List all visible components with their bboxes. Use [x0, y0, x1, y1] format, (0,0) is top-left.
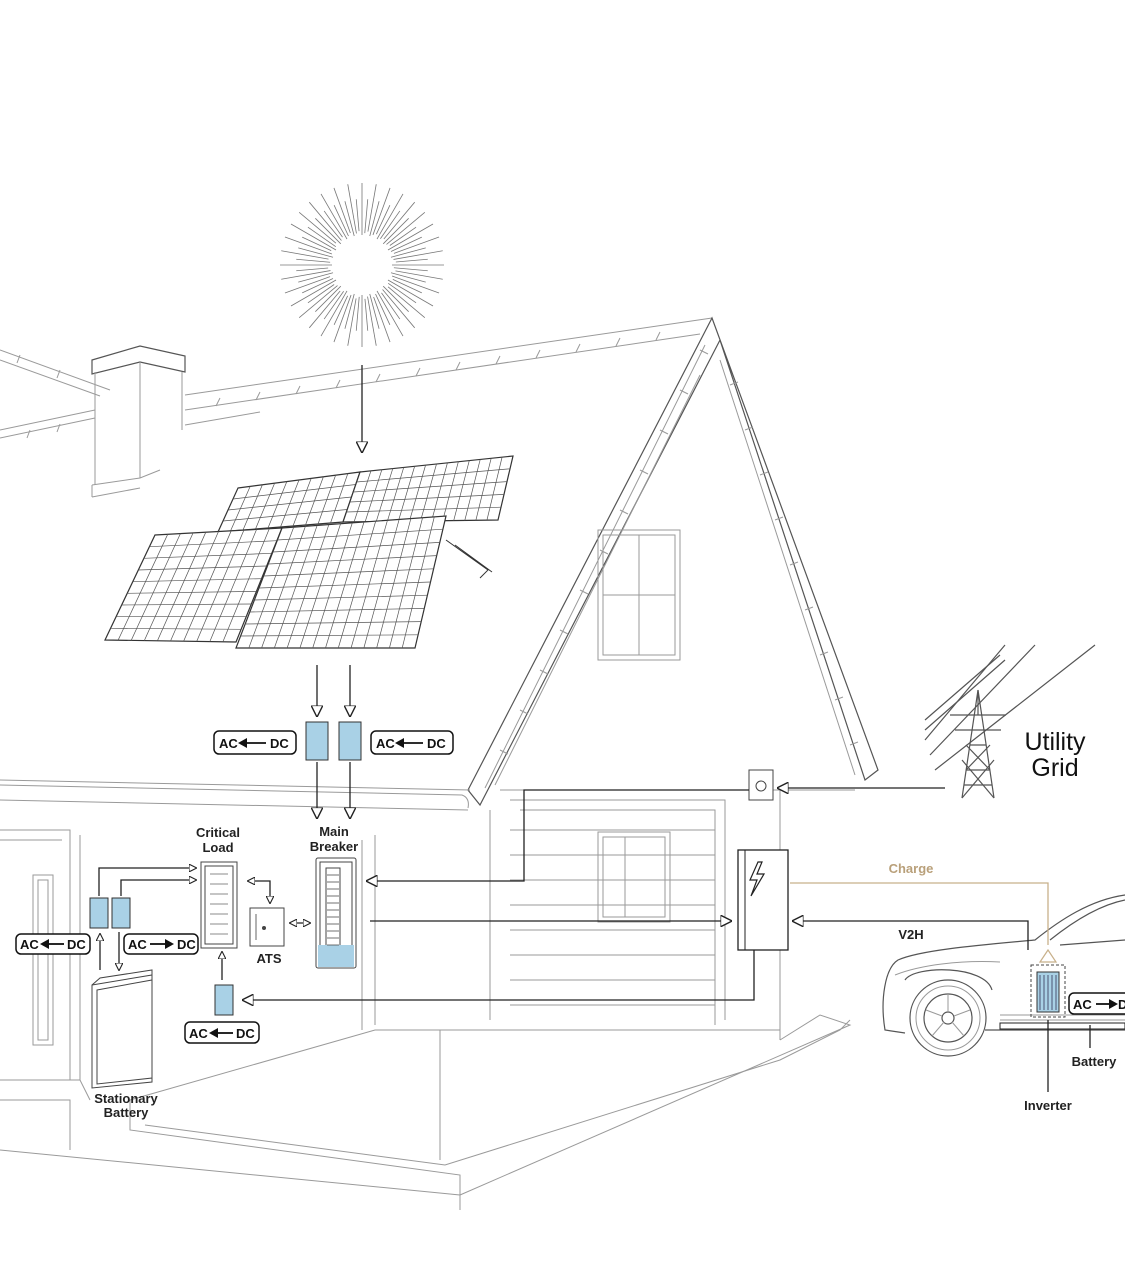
converter-battery-left: AC DC [15, 933, 91, 955]
car-battery-label: Battery [1072, 1054, 1118, 1069]
solar-inverter-right [338, 721, 362, 761]
converter-ac-label: AC [219, 736, 238, 751]
critical-load-label-line1: Critical [196, 825, 240, 840]
stationary-battery-label-line1: Stationary [94, 1091, 158, 1106]
converter-ac-label: AC [1073, 997, 1092, 1012]
main-breaker-panel [315, 857, 357, 969]
battery-inverter-left [89, 897, 109, 929]
stationary-battery [91, 969, 153, 1089]
converter-dc-label: DC [427, 736, 446, 751]
power-flow-lines [99, 365, 1091, 1092]
stationary-battery-label-line2: Battery [104, 1105, 150, 1120]
converter-ac-label: AC [128, 937, 147, 952]
solar-panels [104, 455, 514, 649]
transmission-tower-icon [924, 644, 1096, 799]
converter-garage: AC DC [184, 1021, 260, 1044]
sun-icon [280, 183, 444, 347]
utility-grid-label-line1: Utility [1024, 728, 1086, 756]
main-breaker-label-line2: Breaker [310, 839, 358, 854]
converter-car: AC D [1068, 992, 1125, 1015]
converter-ac-label: AC [189, 1026, 208, 1041]
battery-inverter-right [111, 897, 131, 929]
converter-ac-label: AC [20, 937, 39, 952]
lightning-icon [749, 861, 766, 897]
converter-dc-label: DC [177, 937, 196, 952]
car-inverter-label: Inverter [1024, 1098, 1072, 1113]
converter-dc-label: D [1118, 997, 1125, 1012]
ats-label: ATS [256, 951, 281, 966]
garage-inverter [214, 984, 234, 1016]
converter-dc-label: DC [236, 1026, 255, 1041]
converter-ac-label: AC [376, 736, 395, 751]
ev-charger [737, 849, 789, 951]
converter-solar-right: AC DC [370, 730, 454, 755]
solar-inverter-left [305, 721, 329, 761]
charge-label: Charge [889, 861, 934, 876]
converter-battery-right: AC DC [123, 933, 199, 955]
ats-switch [249, 907, 285, 947]
converter-dc-label: DC [67, 937, 86, 952]
converter-solar-left: AC DC [213, 730, 297, 755]
electric-meter [748, 769, 774, 801]
converter-dc-label: DC [270, 736, 289, 751]
electric-car [882, 894, 1125, 1057]
main-breaker-label-line1: Main [319, 824, 349, 839]
critical-load-label-line2: Load [202, 840, 233, 855]
utility-grid-label-line2: Grid [1031, 754, 1078, 782]
critical-load-panel [200, 861, 238, 949]
v2h-label: V2H [898, 927, 923, 942]
car-battery-pack [1030, 948, 1066, 1018]
